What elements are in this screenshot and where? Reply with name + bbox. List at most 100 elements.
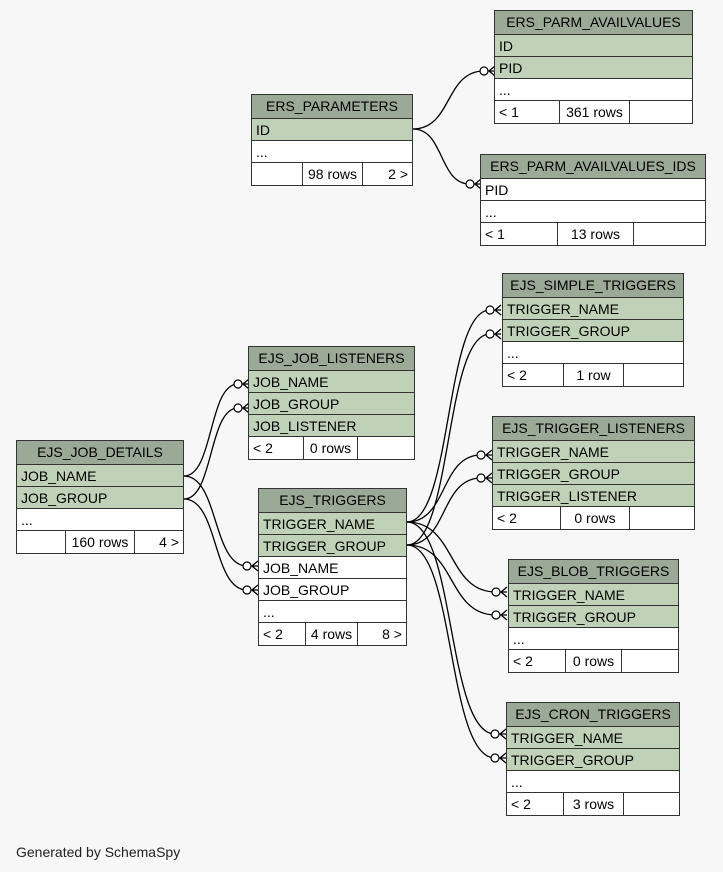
parent-count[interactable]: < 2 [503, 364, 565, 386]
child-count[interactable] [624, 793, 679, 815]
column-trigger-listener[interactable]: TRIGGER_LISTENER [493, 485, 694, 507]
table-name[interactable]: EJS_BLOB_TRIGGERS [509, 560, 678, 584]
more-columns[interactable]: ... [252, 141, 412, 163]
table-name[interactable]: ERS_PARM_AVAILVALUES_IDS [481, 155, 705, 179]
more-columns[interactable]: ... [17, 509, 183, 531]
crows-foot-icon [251, 584, 259, 596]
relationship-line [412, 128, 471, 185]
column-job-name[interactable]: JOB_NAME [249, 371, 414, 393]
child-count[interactable] [630, 101, 692, 123]
crows-foot-icon [500, 609, 508, 621]
table-name[interactable]: ERS_PARAMETERS [252, 95, 412, 119]
parent-count[interactable]: < 2 [493, 507, 562, 529]
row-count: 13 rows [558, 223, 634, 245]
crows-foot-icon [500, 586, 508, 598]
relationship-line [406, 544, 496, 759]
child-count[interactable]: 4 > [159, 534, 179, 550]
more-columns[interactable]: ... [495, 79, 692, 101]
child-count[interactable]: 2 > [388, 166, 408, 182]
parent-count[interactable] [252, 163, 304, 185]
parent-count[interactable]: < 1 [481, 223, 559, 245]
child-count[interactable] [634, 223, 705, 245]
column-job-group[interactable]: JOB_GROUP [249, 393, 414, 415]
column-trigger-group[interactable]: TRIGGER_GROUP [259, 535, 406, 557]
more-columns[interactable]: ... [259, 601, 406, 623]
parent-count[interactable]: < 2 [249, 437, 305, 459]
column-id[interactable]: ID [495, 35, 692, 57]
column-trigger-group[interactable]: TRIGGER_GROUP [509, 606, 678, 628]
row-count: 1 row [564, 364, 624, 386]
table-name[interactable]: EJS_SIMPLE_TRIGGERS [503, 274, 683, 298]
parent-count[interactable] [17, 531, 67, 553]
row-count: 3 rows [564, 793, 624, 815]
child-count[interactable]: 8 > [382, 626, 402, 642]
relationship-line [406, 454, 482, 523]
row-count: 98 rows [303, 163, 363, 185]
table-name[interactable]: EJS_JOB_DETAILS [17, 441, 183, 465]
parent-count[interactable]: < 2 [259, 623, 307, 645]
child-count[interactable] [624, 364, 683, 386]
optional-marker-icon [242, 561, 252, 571]
row-count: 0 rows [566, 650, 622, 672]
table-name[interactable]: EJS_TRIGGERS [259, 489, 406, 513]
parent-count[interactable]: < 2 [507, 793, 565, 815]
table-name[interactable]: EJS_TRIGGER_LISTENERS [493, 417, 694, 441]
more-columns[interactable]: ... [509, 628, 678, 650]
column-trigger-group[interactable]: TRIGGER_GROUP [493, 463, 694, 485]
child-count[interactable] [622, 650, 678, 672]
crows-foot-icon [494, 304, 502, 316]
crows-foot-icon [485, 449, 493, 461]
column-job-group[interactable]: JOB_GROUP [17, 487, 183, 509]
column-trigger-group[interactable]: TRIGGER_GROUP [503, 320, 683, 342]
relationship-line [406, 309, 491, 523]
optional-marker-icon [465, 179, 475, 189]
optional-marker-icon [479, 66, 489, 76]
column-trigger-group[interactable]: TRIGGER_GROUP [507, 749, 679, 771]
crows-foot-icon [485, 472, 493, 484]
parent-count[interactable]: < 2 [509, 650, 567, 672]
column-id[interactable]: ID [252, 119, 412, 141]
table-name[interactable]: ERS_PARM_AVAILVALUES [495, 11, 692, 35]
child-count[interactable] [630, 507, 694, 529]
table-name[interactable]: EJS_JOB_LISTENERS [249, 347, 414, 371]
parent-count[interactable]: < 1 [495, 101, 561, 123]
crows-foot-icon [494, 328, 502, 340]
column-trigger-name[interactable]: TRIGGER_NAME [503, 298, 683, 320]
column-trigger-name[interactable]: TRIGGER_NAME [493, 441, 694, 463]
column-job-name[interactable]: JOB_NAME [17, 465, 183, 487]
column-job-listener[interactable]: JOB_LISTENER [249, 415, 414, 437]
table-name[interactable]: EJS_CRON_TRIGGERS [507, 703, 679, 727]
column-trigger-name[interactable]: TRIGGER_NAME [259, 513, 406, 535]
more-columns[interactable]: ... [507, 771, 679, 793]
more-columns[interactable]: ... [481, 201, 705, 223]
column-trigger-name[interactable]: TRIGGER_NAME [507, 727, 679, 749]
optional-marker-icon [485, 305, 495, 315]
column-job-group[interactable]: JOB_GROUP [259, 579, 406, 601]
crows-foot-icon [499, 728, 507, 740]
column-pid[interactable]: PID [495, 57, 692, 79]
column-job-name[interactable]: JOB_NAME [259, 557, 406, 579]
more-columns[interactable]: ... [503, 342, 683, 364]
optional-marker-icon [233, 403, 243, 413]
row-count: 4 rows [306, 623, 358, 645]
optional-marker-icon [485, 329, 495, 339]
column-trigger-name[interactable]: TRIGGER_NAME [509, 584, 678, 606]
column-pid[interactable]: PID [481, 179, 705, 201]
relationship-line [183, 475, 248, 567]
child-count[interactable] [358, 437, 414, 459]
